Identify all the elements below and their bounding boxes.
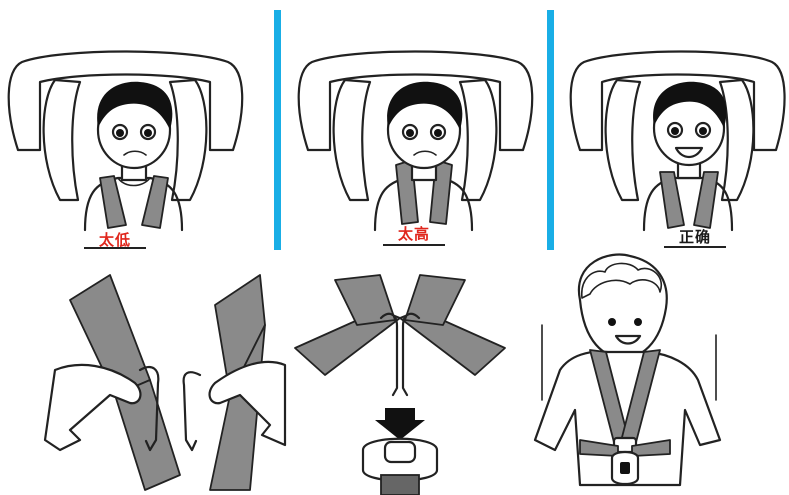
down-arrow-icon (375, 408, 425, 440)
child-seat-strap-too-low-illustration (0, 0, 270, 255)
child-buckled-harness-illustration (520, 250, 770, 495)
caption-too-high-underline (383, 244, 445, 246)
caption-too-high: 太高 (374, 223, 454, 244)
child-seat-strap-correct-illustration (562, 0, 789, 255)
caption-correct: 正确 (655, 226, 735, 247)
hands-attaching-strap-tongues-illustration (40, 265, 295, 495)
caption-correct-underline (664, 246, 726, 248)
panel-divider (547, 10, 554, 250)
child-seat-strap-too-high-illustration (290, 0, 550, 255)
panel-divider (274, 10, 281, 250)
buckle-insertion-illustration (285, 270, 515, 495)
caption-too-low-underline (84, 247, 146, 249)
